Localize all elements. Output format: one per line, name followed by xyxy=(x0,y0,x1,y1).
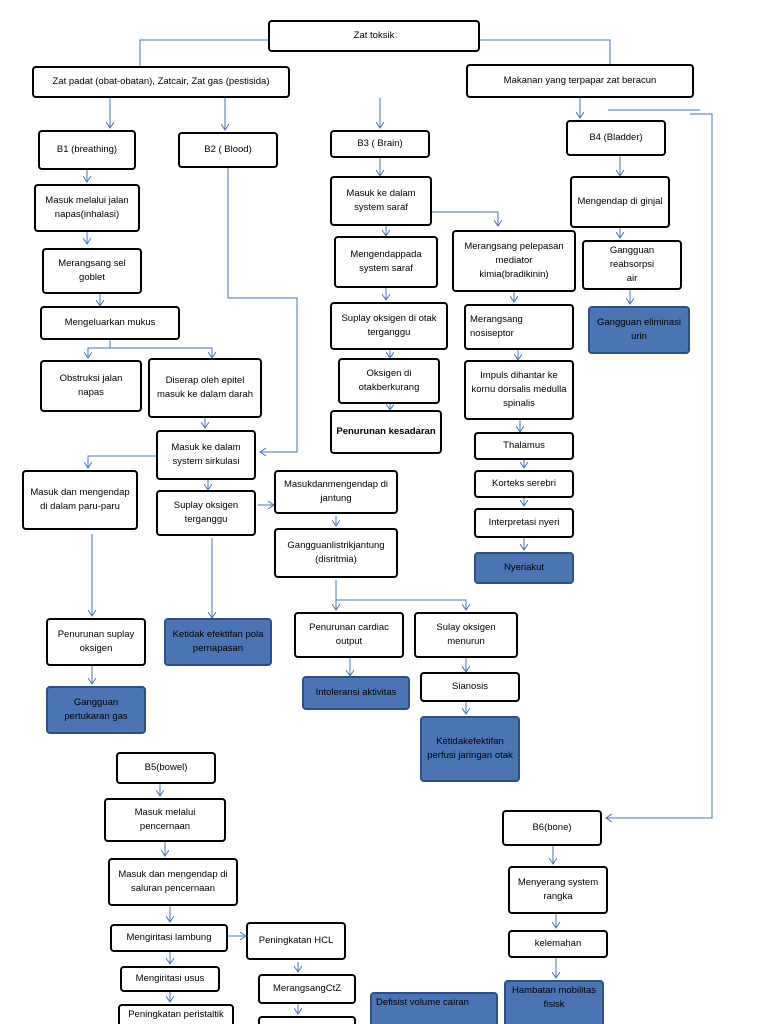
node-mengendap-paru: Masuk dan mengendap di dalam paru-paru xyxy=(22,470,138,530)
node-suplay-oksigen-terganggu: Suplay oksigen terganggu xyxy=(156,490,256,536)
node-masuk-sirkulasi: Masuk ke dalam system sirkulasi xyxy=(156,430,256,480)
node-b1-breathing: B1 (breathing) xyxy=(38,130,136,170)
node-korteks-serebri: Korteks serebri xyxy=(474,470,574,498)
node-oksigen-otak-berkurang: Oksigen di otakberkurang xyxy=(338,358,440,404)
node-mengendap-pencernaan: Masuk dan mengendap di saluran pencernaa… xyxy=(108,858,238,906)
node-mengeluarkan-mukus: Mengeluarkan mukus xyxy=(40,306,180,340)
node-merangsang-mediator: Merangsang pelepasan mediator kimia(brad… xyxy=(452,230,576,292)
node-penurunan-suplay: Penurunan suplay oksigen xyxy=(46,618,146,666)
node-gangguan-pertukaran-gas: Gangguan pertukaran gas xyxy=(46,686,146,734)
node-peningkatan-hcl: Peningkatan HCL xyxy=(246,922,346,960)
node-zat-padat: Zat padat (obat-obatan), Zatcair, Zat ga… xyxy=(32,66,290,98)
node-mengendap-jantung: Masukdanmengendap di jantung xyxy=(274,470,398,514)
node-gangguan-eliminasi-urin: Gangguan eliminasi urin xyxy=(588,306,690,354)
node-impuls-kornu-dorsalis: Impuls dihantar ke kornu dorsalis medull… xyxy=(464,360,574,420)
node-ketidak-efektifan-pola-pernapasan: Ketidak efektifan pola pernapasan xyxy=(164,618,272,666)
node-peningkatan-peristaltik: Peningkatan peristaltik xyxy=(118,1004,234,1024)
node-ketidakefektifan-perfusi: Ketidakefektifan perfusi jaringan otak xyxy=(420,716,520,782)
node-merangsang-sel-goblet: Merangsang sel goblet xyxy=(42,248,142,294)
node-unlabeled-box xyxy=(258,1016,356,1024)
node-diserap-epitel: Diserap oleh epitel masuk ke dalam darah xyxy=(148,358,262,418)
node-b4-bladder: B4 (Bladder) xyxy=(566,120,666,156)
node-merangsang-ctz: MerangsangCtZ xyxy=(258,974,356,1004)
node-mengiritasi-usus: Mengiritasi usus xyxy=(120,966,220,992)
node-intoleransi-aktivitas: Intoleransi aktivitas xyxy=(302,676,410,710)
node-penurunan-kesadaran: Penurunan kesadaran xyxy=(330,410,442,454)
node-defisit-volume-cairan: Defisist volume cairan xyxy=(370,992,498,1024)
node-gangguan-listrik-jantung: Gangguanlistrikjantung (disritmia) xyxy=(274,528,398,578)
node-menyerang-rangka: Menyerang system rangka xyxy=(508,866,608,914)
node-hambatan-mobilitas-fisik: Hambatan mobilitas fisisk xyxy=(504,980,604,1024)
node-masuk-pencernaan: Masuk melalui pencernaan xyxy=(104,798,226,842)
node-thalamus: Thalamus xyxy=(474,432,574,460)
node-mengiritasi-lambung: Mengiritasi lambung xyxy=(110,924,228,952)
node-mengendap-ginjal: Mengendap di ginjal xyxy=(570,176,670,228)
node-masuk-system-saraf: Masuk ke dalam system saraf xyxy=(330,176,432,226)
node-kelemahan: kelemahan xyxy=(508,930,608,958)
node-masuk-jalan-napas: Masuk melalui jalan napas(inhalasi) xyxy=(34,184,140,232)
node-nyeri-akut: Nyeriakut xyxy=(474,552,574,584)
node-sianosis: Sianosis xyxy=(420,672,520,702)
node-suplay-oksigen-otak: Suplay oksigen di otak terganggu xyxy=(330,302,448,350)
node-gangguan-reabsorpsi: Gangguan reabsorpsi air xyxy=(582,240,682,290)
node-makanan: Makanan yang terpapar zat beracun xyxy=(466,64,694,98)
node-b6-bone: B6(bone) xyxy=(502,810,602,846)
node-sulay-oksigen-menurun: Sulay oksigen menurun xyxy=(414,612,518,658)
node-obstruksi-jalan-napas: Obstruksi jalan napas xyxy=(40,360,142,412)
node-b2-blood: B2 ( Blood) xyxy=(178,132,278,168)
node-zat-toksik: Zat toksik xyxy=(268,20,480,52)
node-b5-bowel: B5(bowel) xyxy=(116,752,216,784)
node-mengendap-saraf: Mengendappada system saraf xyxy=(334,236,438,288)
node-merangsang-nosiseptor: Merangsang nosiseptor xyxy=(464,304,574,350)
node-b3-brain: B3 ( Brain) xyxy=(330,130,430,158)
node-interpretasi-nyeri: Interpretasi nyeri xyxy=(474,508,574,538)
node-penurunan-cardiac-output: Penurunan cardiac output xyxy=(294,612,404,658)
